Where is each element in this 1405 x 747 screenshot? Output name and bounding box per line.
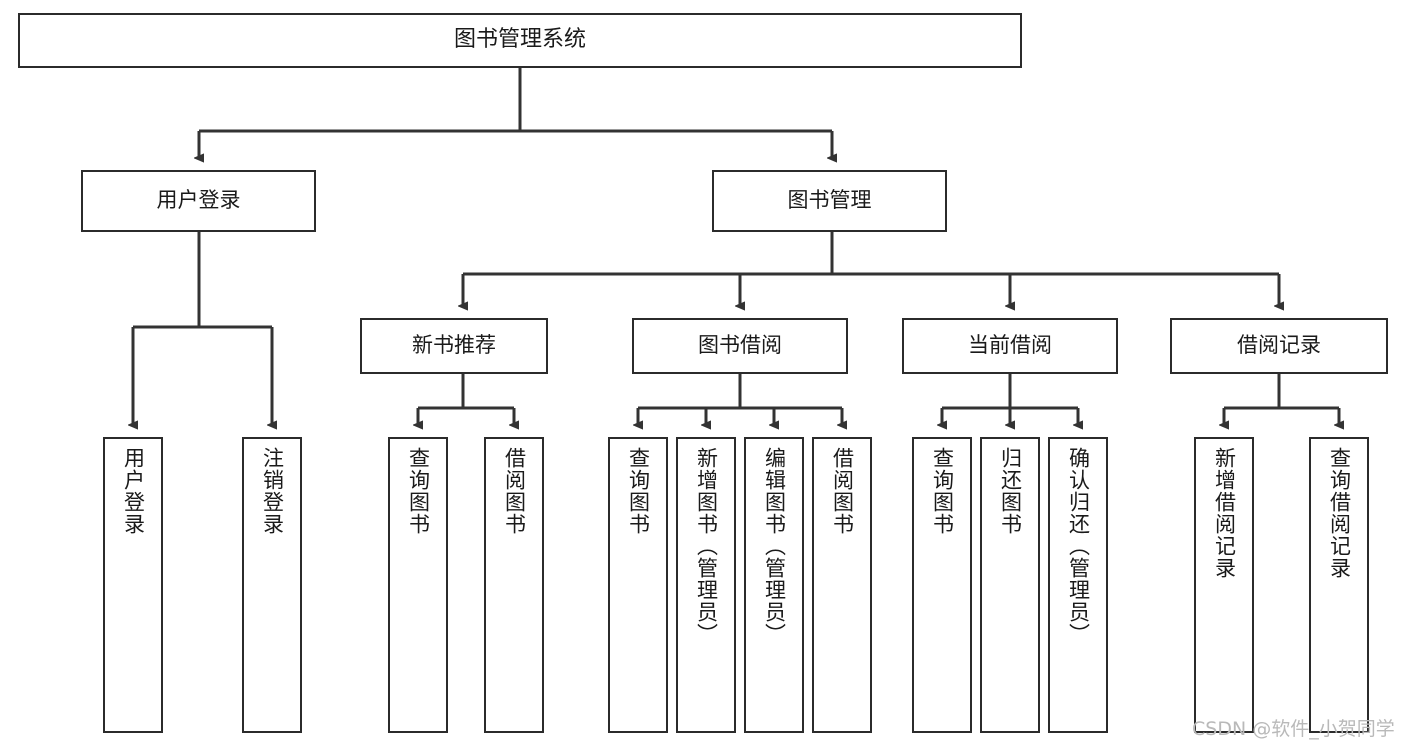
node-label: 查询图书 — [626, 447, 651, 535]
node-leaf-query-book-recommend[interactable]: 查询图书 — [388, 437, 448, 733]
node-label: 用户登录 — [156, 188, 241, 213]
csdn-watermark: CSDN @软件_小贺同学 — [1192, 718, 1395, 740]
node-leaf-add-book[interactable]: 新增图书（管理员） — [676, 437, 736, 733]
node-label: 用户登录 — [121, 447, 146, 535]
node-leaf-borrow-book-recommend[interactable]: 借阅图书 — [484, 437, 544, 733]
node-new-book-recommend[interactable]: 新书推荐 — [360, 318, 548, 374]
node-leaf-confirm-return[interactable]: 确认归还（管理员） — [1048, 437, 1108, 733]
node-label: 借阅图书 — [830, 447, 855, 535]
node-leaf-add-borrow-record[interactable]: 新增借阅记录 — [1194, 437, 1254, 733]
node-leaf-query-book-borrow[interactable]: 查询图书 — [608, 437, 668, 733]
node-label: 确认归还（管理员） — [1066, 447, 1091, 645]
node-leaf-query-borrow-record[interactable]: 查询借阅记录 — [1309, 437, 1369, 733]
node-leaf-logout[interactable]: 注销登录 — [242, 437, 302, 733]
node-label: 查询借阅记录 — [1327, 447, 1352, 579]
node-user-login[interactable]: 用户登录 — [81, 170, 316, 232]
node-label: 新增借阅记录 — [1212, 447, 1237, 579]
node-label: 图书管理系统 — [453, 27, 586, 53]
node-label: 查询图书 — [930, 447, 955, 535]
node-label: 新增图书（管理员） — [694, 447, 719, 645]
node-leaf-edit-book[interactable]: 编辑图书（管理员） — [744, 437, 804, 733]
node-label: 归还图书 — [998, 447, 1023, 535]
node-label: 图书借阅 — [698, 333, 782, 358]
node-label: 新书推荐 — [412, 333, 496, 358]
node-current-borrow[interactable]: 当前借阅 — [902, 318, 1118, 374]
node-label: 当前借阅 — [968, 333, 1052, 358]
node-label: 借阅图书 — [502, 447, 527, 535]
node-leaf-return-book[interactable]: 归还图书 — [980, 437, 1040, 733]
node-root-book-management-system[interactable]: 图书管理系统 — [18, 13, 1022, 68]
node-leaf-query-book-current[interactable]: 查询图书 — [912, 437, 972, 733]
node-label: 注销登录 — [260, 447, 285, 535]
node-book-management[interactable]: 图书管理 — [712, 170, 947, 232]
node-label: 查询图书 — [406, 447, 431, 535]
node-label: 图书管理 — [787, 188, 872, 213]
node-borrow-record[interactable]: 借阅记录 — [1170, 318, 1388, 374]
node-leaf-borrow-book[interactable]: 借阅图书 — [812, 437, 872, 733]
node-label: 借阅记录 — [1237, 333, 1321, 358]
node-book-borrow[interactable]: 图书借阅 — [632, 318, 848, 374]
node-label: 编辑图书（管理员） — [762, 447, 787, 645]
node-leaf-user-login[interactable]: 用户登录 — [103, 437, 163, 733]
